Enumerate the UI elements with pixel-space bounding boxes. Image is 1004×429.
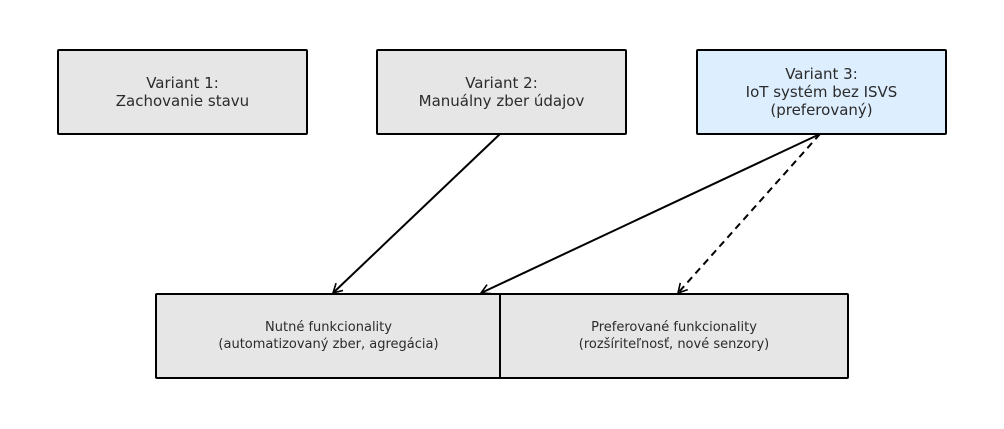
variant-3-title: Variant 3:	[785, 65, 858, 83]
variant-2-box: Variant 2: Manuálny zber údajov	[376, 49, 627, 135]
variant-2-description: Manuálny zber údajov	[418, 92, 585, 110]
preferred-functionality-description: (rozšíriteľnosť, nové senzory)	[578, 337, 770, 352]
variant-1-description: Zachovanie stavu	[115, 92, 250, 110]
edge-variant2-to-required	[331, 133, 501, 295]
variant-2-title: Variant 2:	[465, 74, 538, 92]
required-functionality-description: (automatizovaný zber, agregácia)	[218, 337, 439, 352]
variant-3-box: Variant 3: IoT systém bez ISVS (preferov…	[696, 49, 947, 135]
preferred-functionality-box: Preferované funkcionality (rozšíriteľnos…	[499, 293, 849, 379]
variant-1-title: Variant 1:	[146, 74, 219, 92]
required-functionality-box: Nutné funkcionality (automatizovaný zber…	[155, 293, 502, 379]
edge-variant3-to-required	[479, 133, 821, 295]
variant-3-preferred-note: (preferovaný)	[770, 101, 873, 119]
variant-3-description: IoT systém bez ISVS	[745, 83, 898, 101]
required-functionality-title: Nutné funkcionality	[265, 320, 392, 335]
preferred-functionality-title: Preferované funkcionality	[591, 320, 757, 335]
variant-1-box: Variant 1: Zachovanie stavu	[57, 49, 308, 135]
edge-variant3-to-preferred	[676, 133, 821, 295]
